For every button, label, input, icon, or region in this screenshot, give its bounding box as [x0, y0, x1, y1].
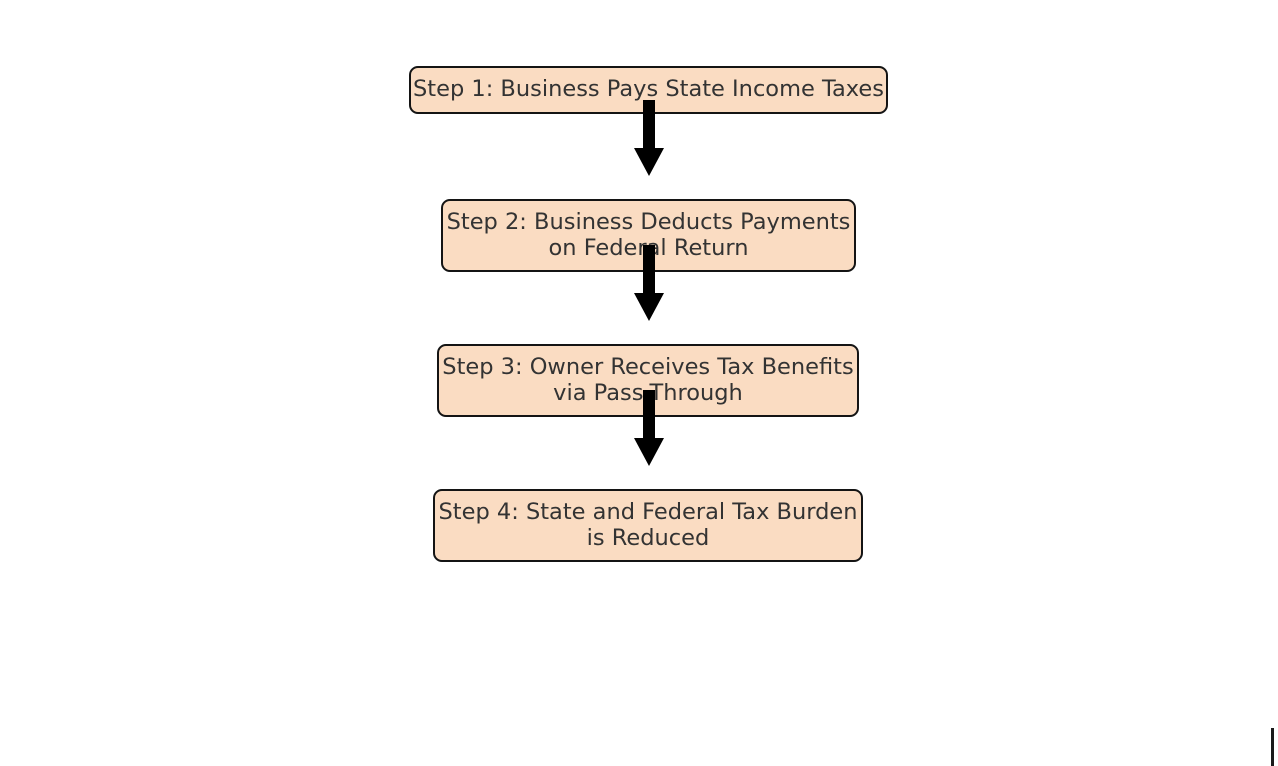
flowchart-node-step3[interactable]: Step 3: Owner Receives Tax Benefits via …: [437, 344, 859, 417]
canvas-right-edge-marker: [1271, 728, 1274, 766]
flowchart-node-step2[interactable]: Step 2: Business Deducts Payments on Fed…: [441, 199, 856, 272]
flowchart-node-step1[interactable]: Step 1: Business Pays State Income Taxes: [409, 66, 888, 114]
flowchart-node-step4[interactable]: Step 4: State and Federal Tax Burden is …: [433, 489, 863, 562]
